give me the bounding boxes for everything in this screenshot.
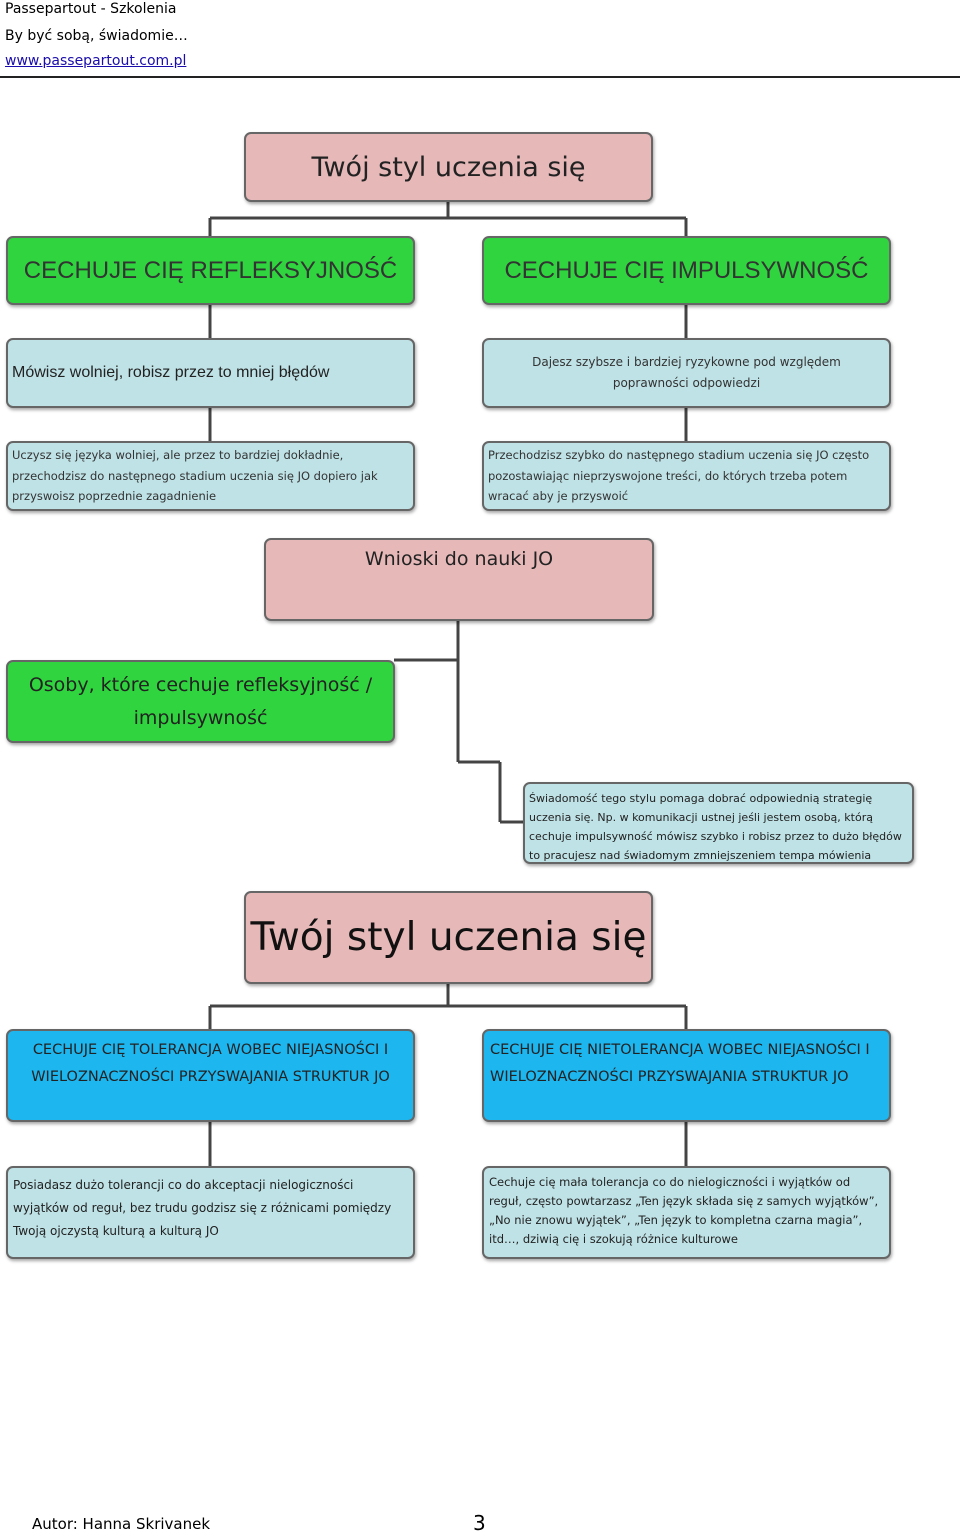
reflexivity-category-box: CECHUJE CIĘ REFLEKSYJNOŚĆ [6, 236, 415, 305]
conclusions-group-label: Osoby, które cechuje refleksyjność / imp… [28, 673, 373, 729]
impulsivity-category-label: CECHUJE CIĘ IMPULSYWNOŚĆ [504, 256, 869, 284]
header-company: Passepartout - Szkolenia [5, 1, 177, 17]
impulsivity-category-box: CECHUJE CIĘ IMPULSYWNOŚĆ [482, 236, 891, 305]
tolerance-category-box: CECHUJE CIĘ TOLERANCJA WOBEC NIEJASNOŚCI… [6, 1029, 415, 1122]
footer-author: Autor: Hanna Skrivanek [32, 1515, 211, 1533]
intolerance-detail-box: Cechuje cię mała tolerancja co do nielog… [482, 1166, 891, 1259]
impulsivity-detail-text-2: Przechodzisz szybko do następnego stadiu… [488, 448, 870, 504]
impulsivity-detail-box-1: Dajesz szybsze i bardziej ryzykowne pod … [482, 338, 891, 408]
diagram2-root-title: Twój styl uczenia się [250, 915, 647, 960]
header-divider [0, 76, 960, 78]
impulsivity-detail-text-1: Dajesz szybsze i bardziej ryzykowne pod … [532, 355, 841, 390]
reflexivity-detail-text-2: Uczysz się języka wolniej, ale przez to … [12, 448, 378, 504]
conclusions-note-box: Świadomość tego stylu pomaga dobrać odpo… [523, 782, 914, 864]
intolerance-detail-text: Cechuje cię mała tolerancja co do nielog… [489, 1175, 879, 1246]
tolerance-category-label: CECHUJE CIĘ TOLERANCJA WOBEC NIEJASNOŚCI… [31, 1042, 390, 1085]
reflexivity-detail-text-1: Mówisz wolniej, robisz przez to mniej bł… [12, 364, 330, 381]
conclusions-root-box: Wnioski do nauki JO [264, 538, 654, 621]
tolerance-detail-box: Posiadasz dużo tolerancji co do akceptac… [6, 1166, 415, 1259]
diagram1-root-title: Twój styl uczenia się [311, 151, 586, 183]
reflexivity-detail-box-2: Uczysz się języka wolniej, ale przez to … [6, 441, 415, 511]
conclusions-root-title: Wnioski do nauki JO [364, 548, 554, 570]
reflexivity-detail-box-1: Mówisz wolniej, robisz przez to mniej bł… [6, 338, 415, 408]
diagram1-root-box: Twój styl uczenia się [244, 132, 653, 202]
conclusions-group-box: Osoby, które cechuje refleksyjność / imp… [6, 660, 395, 743]
reflexivity-category-label: CECHUJE CIĘ REFLEKSYJNOŚĆ [23, 256, 398, 284]
header-website-link[interactable]: www.passepartout.com.pl [5, 53, 187, 69]
header-tagline: By być sobą, świadomie… [5, 28, 188, 44]
diagram2-root-box: Twój styl uczenia się [244, 891, 653, 984]
footer-page-number: 3 [473, 1511, 486, 1535]
conclusions-note-text: Świadomość tego stylu pomaga dobrać odpo… [529, 792, 902, 862]
tolerance-detail-text: Posiadasz dużo tolerancji co do akceptac… [13, 1178, 392, 1238]
intolerance-category-label: CECHUJE CIĘ NIETOLERANCJA WOBEC NIEJASNO… [490, 1042, 870, 1085]
intolerance-category-box: CECHUJE CIĘ NIETOLERANCJA WOBEC NIEJASNO… [482, 1029, 891, 1122]
impulsivity-detail-box-2: Przechodzisz szybko do następnego stadiu… [482, 441, 891, 511]
